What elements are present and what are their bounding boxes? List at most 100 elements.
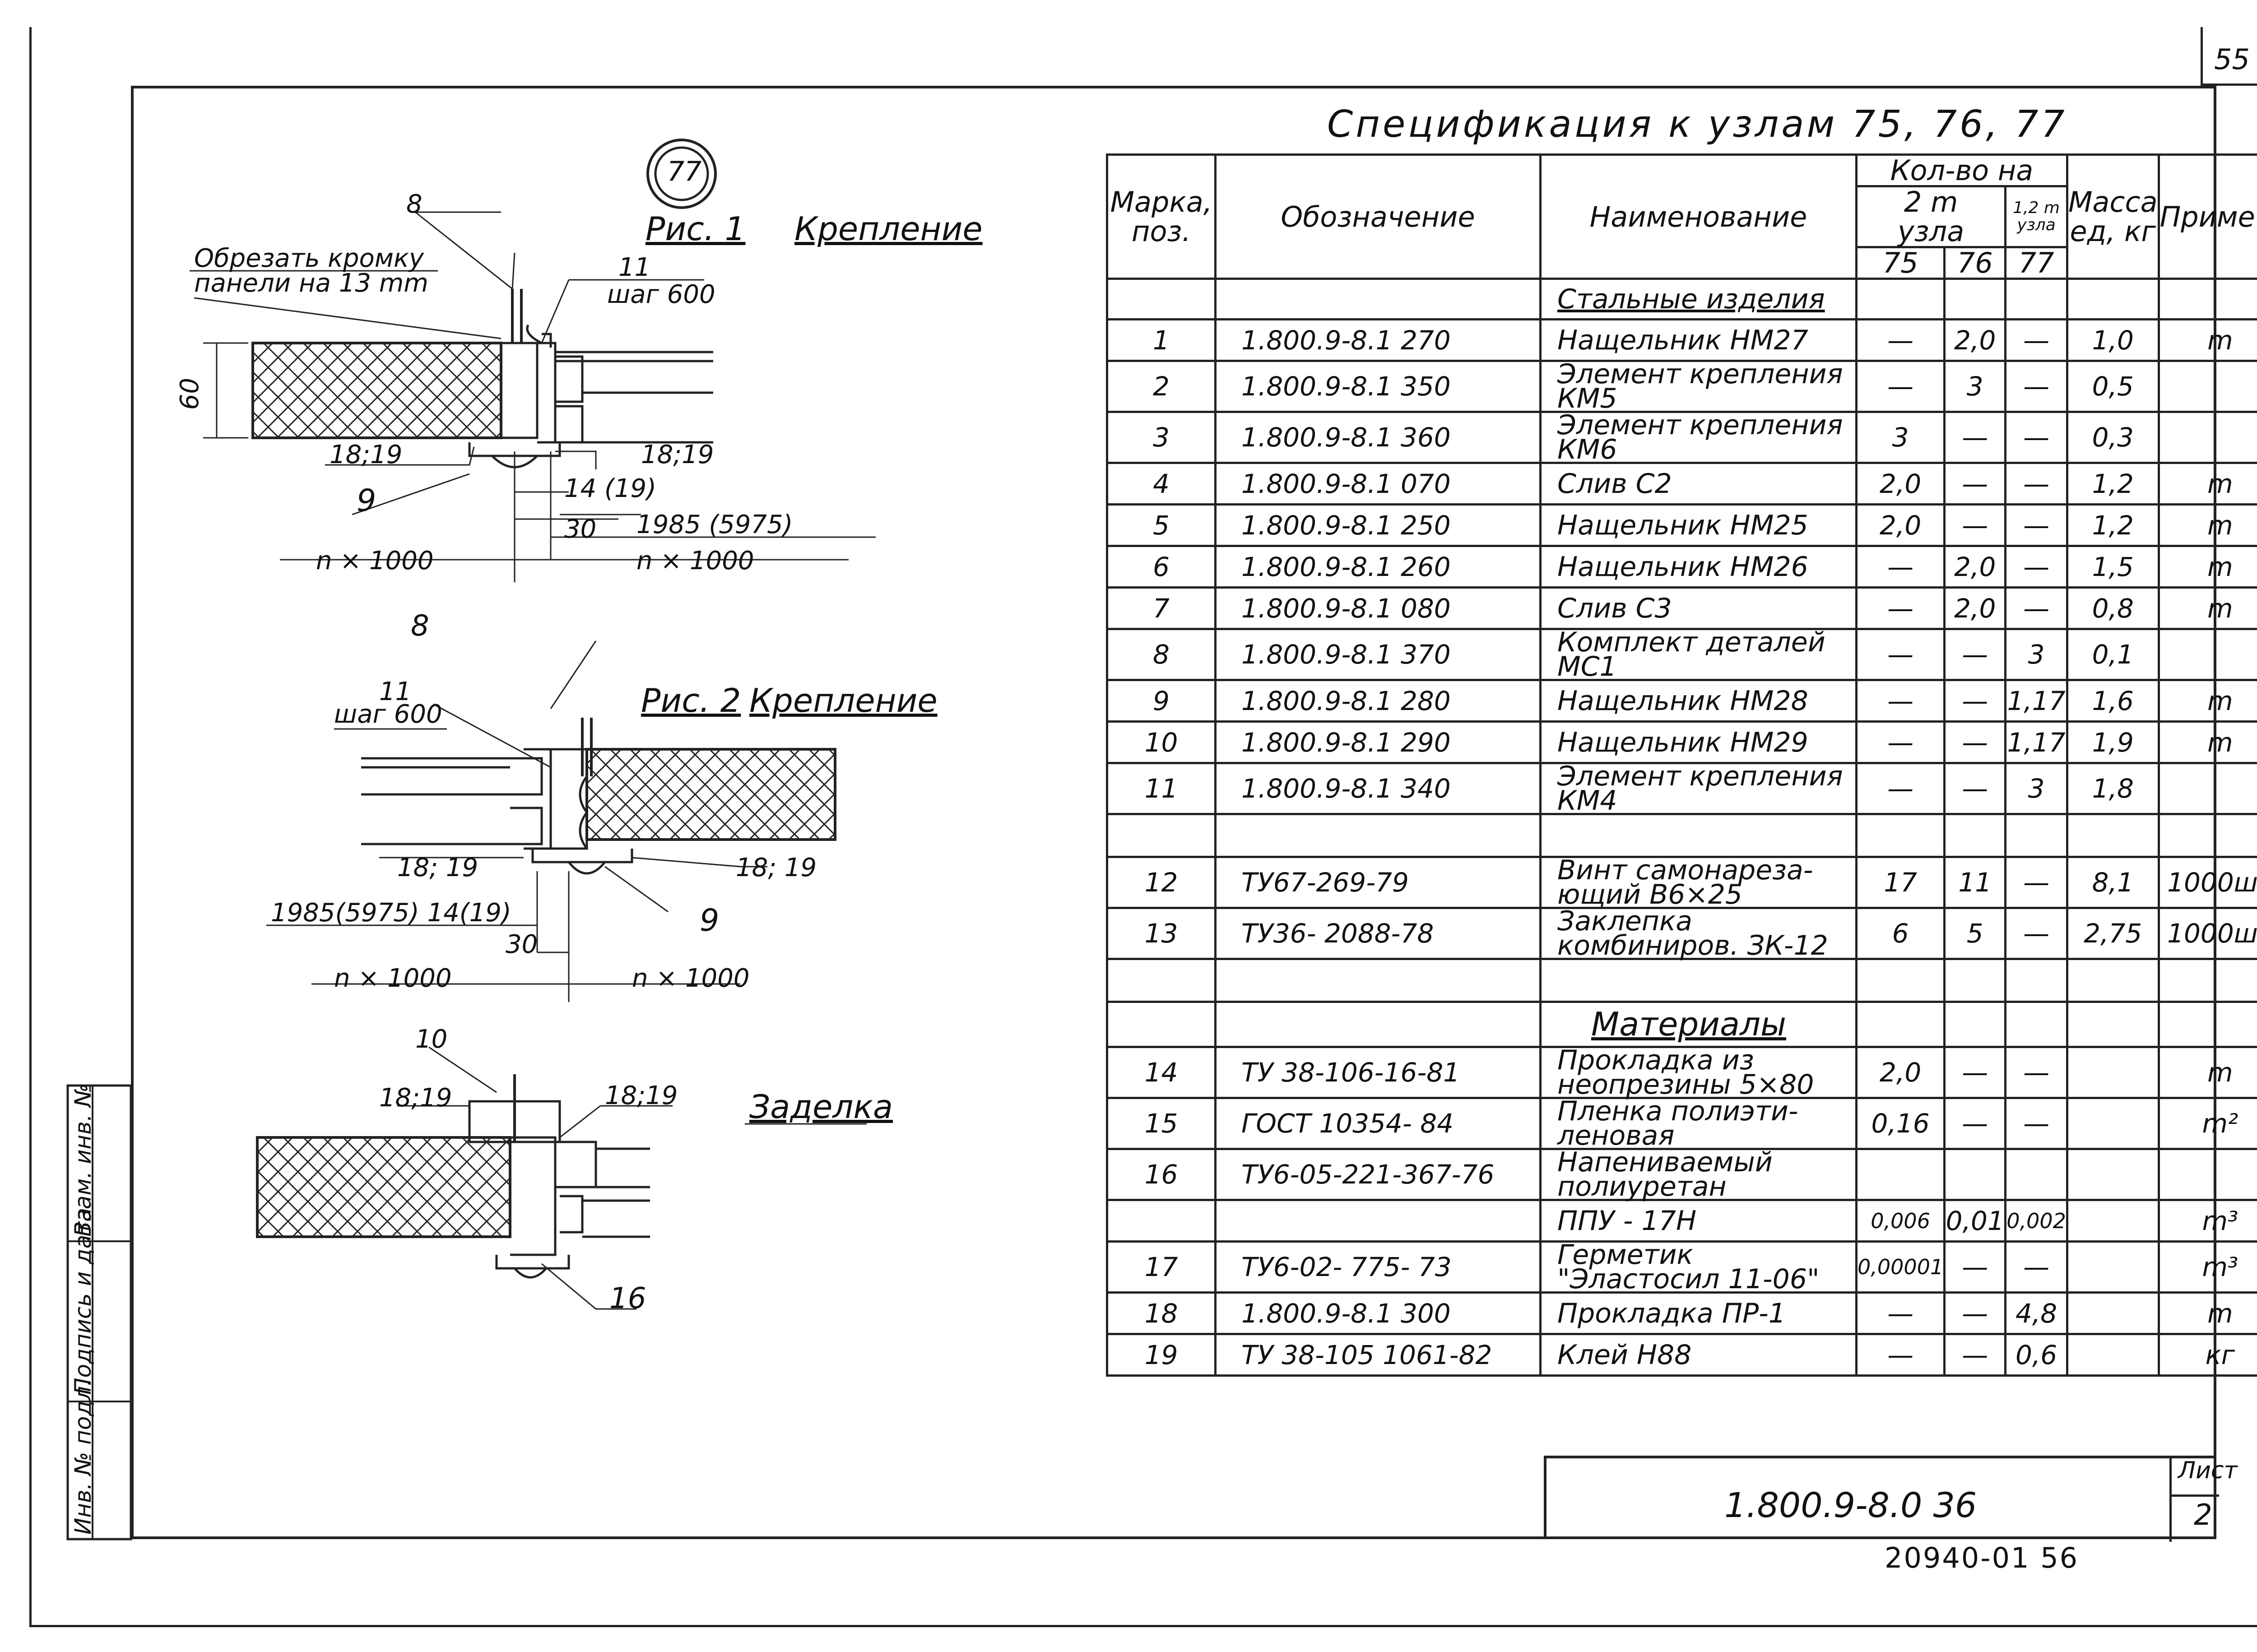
label-1819-b2: 18; 19: [736, 853, 817, 882]
cell-q77: —: [2004, 1240, 2068, 1294]
cell-mass: 1,0: [2066, 318, 2160, 362]
fig1-caption: Рис. 1: [646, 210, 746, 248]
cell-q76: —: [1943, 720, 2007, 765]
cell-mass: [2066, 1199, 2160, 1243]
label-9b: 9: [700, 903, 720, 938]
cell-q75: 0,006: [1855, 1199, 1946, 1243]
sheet-number: 55: [2214, 43, 2250, 76]
cell-mass: 1,9: [2066, 720, 2160, 765]
cell-q75: 2,0: [1855, 503, 1946, 548]
cell-name: ППУ - 17Н: [1539, 1199, 1858, 1243]
cell-mark: 1: [1106, 318, 1217, 362]
cell-designation: 1.800.9-8.1 350: [1214, 360, 1542, 413]
cell-name: Заклепка комбиниров. ЗК-12: [1539, 907, 1858, 961]
cell-designation: 1.800.9-8.1 260: [1214, 545, 1542, 589]
cell-q75: —: [1855, 720, 1946, 765]
node-number: 77: [667, 156, 702, 187]
cell-note: m: [2157, 1291, 2257, 1336]
sheet-number-box: [2201, 27, 2257, 86]
cell-mass: 1,6: [2066, 679, 2160, 723]
cell-name: Прокладка из неопрезины 5×80: [1539, 1046, 1858, 1100]
cell-designation: 1.800.9-8.1 070: [1214, 462, 1542, 506]
cell-q77: 1,17: [2004, 720, 2068, 765]
cell-designation: ГОСТ 10354- 84: [1214, 1097, 1542, 1151]
label-1985b: 1985(5975) 14(19): [271, 898, 511, 928]
cell-q77: —: [2004, 907, 2068, 961]
cell-name: Прокладка ПР-1: [1539, 1291, 1858, 1336]
section-steel: Стальные изделия: [1539, 278, 1858, 321]
cell-mark: 7: [1106, 586, 1217, 631]
spec-table: Марка, поз. Обозначение Наименование Кол…: [1106, 153, 2257, 1377]
cell-q75: —: [1855, 1333, 1946, 1377]
stamp-code: 1.800.9-8.0 36: [1724, 1485, 1977, 1525]
cell-mark: [1106, 1199, 1217, 1243]
cell-note: m³: [2157, 1199, 2257, 1243]
cell-q76: —: [1943, 679, 2007, 723]
cell-q75: —: [1855, 360, 1946, 413]
label-8a: 8: [406, 190, 423, 219]
label-1819-b1: 18; 19: [397, 853, 478, 882]
cell-q77: —: [2004, 545, 2068, 589]
cell-q76: 3: [1943, 360, 2007, 413]
cell-q75: [1855, 1148, 1946, 1202]
cell-q76: —: [1943, 1097, 2007, 1151]
cell-mark: 19: [1106, 1333, 1217, 1377]
cell-mass: [2066, 1333, 2160, 1377]
label-10c: 10: [415, 1025, 448, 1054]
cell-name: Слив С2: [1539, 462, 1858, 506]
fig2-caption: Рис. 2: [641, 682, 741, 719]
cell-note: m³: [2157, 1240, 2257, 1294]
cell-designation: 1.800.9-8.1 270: [1214, 318, 1542, 362]
cell-mass: 0,3: [2066, 411, 2160, 464]
cell-q77: —: [2004, 856, 2068, 910]
cell-name: Герметик "Эластосил 11-06": [1539, 1240, 1858, 1294]
cell-name: Нащельник НМ26: [1539, 545, 1858, 589]
cell-mark: 2: [1106, 360, 1217, 413]
cell-mark: 9: [1106, 679, 1217, 723]
cell-q75: —: [1855, 762, 1946, 816]
label-60: 60: [175, 377, 205, 410]
cell-mass: [2066, 1291, 2160, 1336]
cell-q76: 2,0: [1943, 586, 2007, 631]
cell-designation: ТУ 38-106-16-81: [1214, 1046, 1542, 1100]
cell-mass: 1,2: [2066, 503, 2160, 548]
cell-name: Комплект деталей МС1: [1539, 628, 1858, 682]
cell-mark: 3: [1106, 411, 1217, 464]
cell-designation: 1.800.9-8.1 360: [1214, 411, 1542, 464]
cell-mark: 18: [1106, 1291, 1217, 1336]
cell-q75: 0,16: [1855, 1097, 1946, 1151]
cell-note: m: [2157, 462, 2257, 506]
cell-name: Нащельник НМ27: [1539, 318, 1858, 362]
cell-name: Слив С3: [1539, 586, 1858, 631]
cell-note: [2157, 1148, 2257, 1202]
cell-mark: 8: [1106, 628, 1217, 682]
cell-q76: —: [1943, 762, 2007, 816]
label-step-a: шаг 600: [607, 280, 715, 309]
cell-q76: —: [1943, 1240, 2007, 1294]
cell-designation: 1.800.9-8.1 340: [1214, 762, 1542, 816]
cell-q76: [1943, 1148, 2007, 1202]
cell-name: Клей Н88: [1539, 1333, 1858, 1377]
cell-designation: [1214, 1199, 1542, 1243]
header-mark: Марка, поз.: [1106, 153, 1217, 280]
cell-name: Элемент крепления КМ4: [1539, 762, 1858, 816]
cell-q75: 0,00001: [1855, 1240, 1946, 1294]
label-11a: 11: [618, 253, 651, 282]
note-cut-line1: Обрезать кромку: [194, 244, 424, 273]
cell-note: [2157, 762, 2257, 816]
cell-note: m: [2157, 503, 2257, 548]
cell-name: Нащельник НМ28: [1539, 679, 1858, 723]
cell-note: 1000шт: [2157, 856, 2257, 910]
cell-q76: 5: [1943, 907, 2007, 961]
label-n1000-b1: n × 1000: [334, 964, 452, 993]
label-9a: 9: [357, 483, 376, 519]
